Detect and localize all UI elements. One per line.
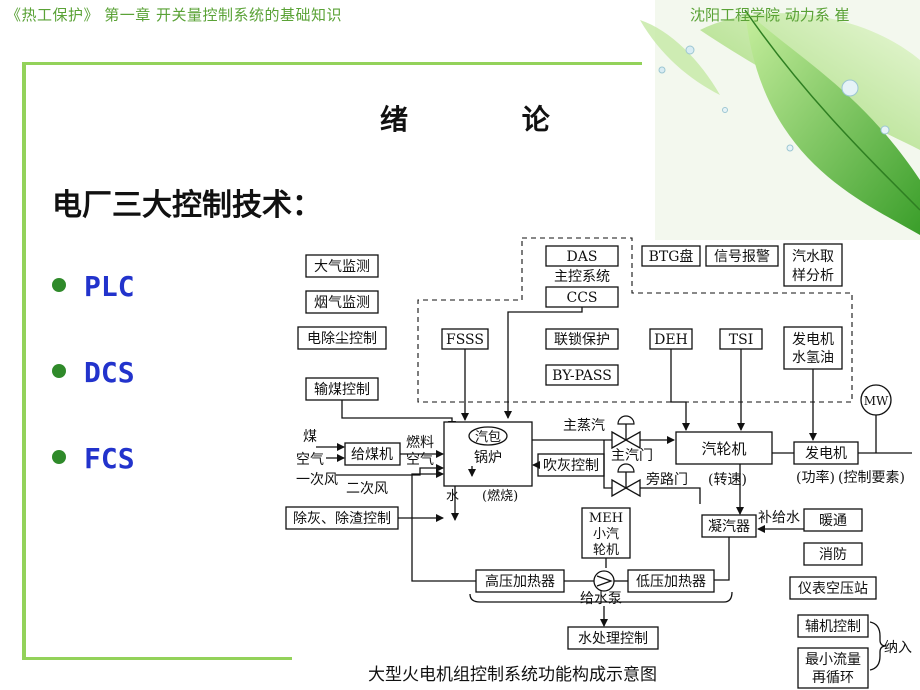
turbine-label: 汽轮机	[701, 440, 746, 458]
drum-ellipse	[468, 426, 508, 446]
fsss-label: FSSS	[446, 332, 484, 348]
slide-title: 绪 论	[380, 103, 602, 136]
atmos-label: 大气监测	[314, 259, 370, 275]
atmos-box	[305, 254, 379, 278]
main-valve-icon	[611, 430, 641, 450]
bypass-label: BY-PASS	[552, 368, 612, 384]
hvac-box	[803, 508, 863, 532]
alarm-box	[705, 245, 779, 267]
ccs-label: CCS	[566, 290, 597, 306]
boiler-water-label: 水	[446, 489, 459, 504]
mw-label: MW	[864, 394, 889, 408]
boiler-label: 锅炉	[474, 450, 502, 466]
boiler-box	[443, 421, 533, 487]
flue-label: 烟气监测	[314, 295, 370, 311]
gen-oil-label-1: 发电机	[792, 332, 834, 348]
primary-air-label: 一次风	[296, 472, 338, 488]
generator-label: 发电机	[805, 446, 847, 462]
diagram-caption: 大型火电机组控制系统功能构成示意图	[368, 665, 657, 685]
bullet-dot-icon	[52, 278, 66, 292]
turbine-box	[675, 431, 773, 465]
include-brace	[869, 621, 887, 671]
fire-box	[803, 542, 863, 566]
main-ctrl-label: 主控系统	[554, 269, 610, 285]
das-box	[545, 245, 619, 267]
water-treat-box	[567, 626, 659, 650]
coal-label: 煤	[303, 429, 317, 445]
fuel-label: 燃料	[406, 434, 434, 451]
interlock-box	[545, 328, 619, 350]
water-treat-label: 水处理控制	[578, 631, 648, 647]
hvac-label: 暖通	[819, 513, 847, 529]
air-label: 空气	[296, 452, 324, 468]
esp-label: 电除尘控制	[307, 331, 377, 347]
alarm-label: 信号报警	[714, 249, 770, 265]
meh-label-2: 小汽	[593, 527, 619, 542]
feeder-label: 给煤机	[351, 447, 393, 463]
minflow-label-2: 再循环	[812, 670, 854, 686]
bullet-item: PLC	[52, 270, 135, 303]
header-school-name: 沈阳工程学院 动力系 崔	[690, 6, 850, 24]
bullet-dot-icon	[52, 450, 66, 464]
coal-conv-label: 输煤控制	[314, 382, 370, 398]
air-comp-label: 仪表空压站	[798, 581, 868, 597]
fire-label: 消防	[819, 547, 847, 563]
ctrl-factor-label: (控制要素)	[838, 470, 905, 486]
das-label: DAS	[567, 249, 598, 265]
speed-label: (转速)	[708, 472, 747, 488]
control-room-boundary	[417, 237, 853, 403]
boiler-drum-label: 汽包	[475, 430, 501, 445]
aux-box	[797, 614, 869, 638]
bullet-item: FCS	[52, 442, 135, 475]
gen-oil-label-2: 水氢油	[792, 350, 834, 366]
power-label: (功率)	[796, 469, 835, 486]
esp-box	[297, 326, 387, 350]
secondary-air-label: 二次风	[346, 481, 388, 497]
aux-label: 辅机控制	[805, 619, 861, 635]
include-label: 纳入	[884, 640, 912, 656]
btg-label: BTG盘	[649, 248, 694, 265]
main-steam-label: 主蒸汽	[563, 418, 605, 434]
lp-heater-label: 低压加热器	[636, 574, 706, 590]
frame-left-border	[22, 62, 26, 660]
meh-label-3: 轮机	[593, 543, 619, 558]
boiler-fire-label: (燃烧)	[482, 488, 518, 504]
btg-box	[641, 245, 701, 267]
flue-box	[305, 290, 379, 314]
frame-bottom-border	[22, 657, 292, 660]
frame-top-border	[22, 62, 642, 65]
meh-label-1: MEH	[589, 511, 623, 526]
bypass-valve-icon	[611, 478, 641, 498]
makeup-label: 补给水	[758, 510, 800, 526]
soot-label: 吹灰控制	[543, 458, 599, 474]
sampling-box	[783, 243, 843, 287]
minflow-label-1: 最小流量	[805, 652, 861, 668]
sampling-label-1: 汽水取	[792, 249, 834, 265]
ash-label: 除灰、除渣控制	[293, 511, 391, 527]
air-comp-box	[789, 576, 877, 600]
header-course-title: 《热工保护》 第一章 开关量控制系统的基础知识	[6, 6, 343, 24]
condenser-label: 凝汽器	[708, 519, 750, 535]
bullet-dot-icon	[52, 364, 66, 378]
fuel-air-label: 空气	[406, 452, 434, 468]
sampling-label-2: 样分析	[792, 268, 834, 284]
interlock-label: 联锁保护	[554, 332, 610, 348]
feed-pump-label: 给水泵	[580, 591, 622, 607]
bullet-label: DCS	[84, 356, 135, 389]
bullet-label: PLC	[84, 270, 135, 303]
bullet-item: DCS	[52, 356, 135, 389]
bypass-box	[545, 364, 619, 386]
bypass-valve-label: 旁路门	[646, 471, 688, 488]
hp-heater-label: 高压加热器	[485, 573, 555, 590]
slide-subtitle: 电厂三大控制技术：	[52, 188, 322, 223]
minflow-box	[797, 647, 869, 689]
deh-label: DEH	[654, 332, 688, 348]
main-valve-label: 主汽门	[611, 448, 653, 464]
bullet-label: FCS	[84, 442, 135, 475]
tsi-label: TSI	[729, 332, 753, 348]
